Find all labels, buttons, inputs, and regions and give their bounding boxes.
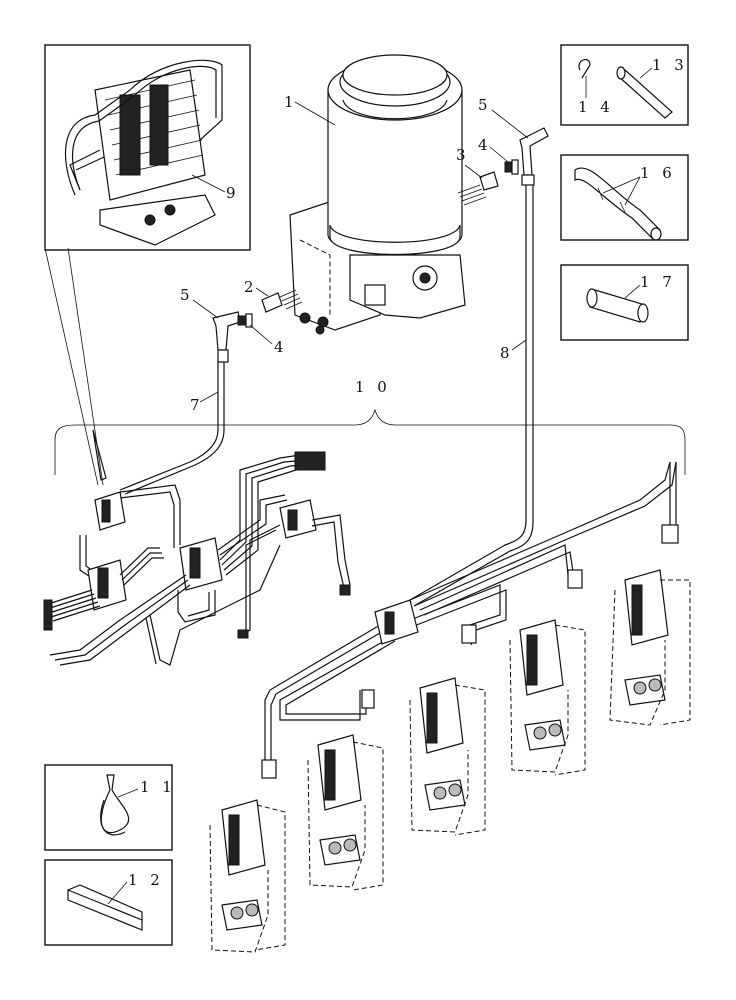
hose-8 xyxy=(409,185,527,601)
label-2: 2 xyxy=(244,278,258,296)
label-4-left: 4 xyxy=(274,338,288,356)
left-distributor-cluster xyxy=(43,451,351,666)
label-9: 9 xyxy=(226,184,240,202)
label-4-right: 4 xyxy=(478,136,492,154)
sub-distributor-c xyxy=(409,677,486,836)
box-parts-12 xyxy=(44,859,173,946)
box-parts-17 xyxy=(560,264,689,341)
sub-distributor-a xyxy=(609,569,691,726)
label-14: 1 4 xyxy=(578,98,614,116)
label-5-left: 5 xyxy=(180,286,194,304)
sub-distributor-b xyxy=(509,619,586,776)
box-parts-16 xyxy=(560,154,689,241)
inset-pointer-line xyxy=(44,247,99,486)
label-11: 1 1 xyxy=(140,778,176,796)
label-16: 1 6 xyxy=(640,164,676,182)
right-distributor-network xyxy=(209,461,691,953)
box-parts-13-14 xyxy=(560,44,689,126)
label-10: 1 0 xyxy=(355,378,391,396)
tee-fitting-5-right xyxy=(519,127,549,186)
box-parts-11 xyxy=(44,764,173,851)
tee-fitting-5-left xyxy=(212,311,241,363)
grease-pump-1 xyxy=(289,54,466,335)
label-1: 1 xyxy=(284,93,298,111)
sub-distributor-e xyxy=(209,799,286,953)
label-13: 1 3 xyxy=(652,56,688,74)
bracket-10 xyxy=(54,408,686,475)
label-12: 1 2 xyxy=(128,871,164,889)
sub-distributor-d xyxy=(307,734,384,891)
label-7: 7 xyxy=(190,396,204,414)
label-17: 1 7 xyxy=(640,273,676,291)
inset-distributor-block-9 xyxy=(44,44,251,251)
fitting-3 xyxy=(457,171,499,206)
fitting-4-left xyxy=(237,313,253,328)
label-8: 8 xyxy=(500,344,514,362)
hose-7 xyxy=(119,362,219,491)
fitting-4-right xyxy=(504,159,519,175)
fitting-2 xyxy=(261,289,303,313)
label-5-right: 5 xyxy=(478,96,492,114)
label-3: 3 xyxy=(456,146,470,164)
